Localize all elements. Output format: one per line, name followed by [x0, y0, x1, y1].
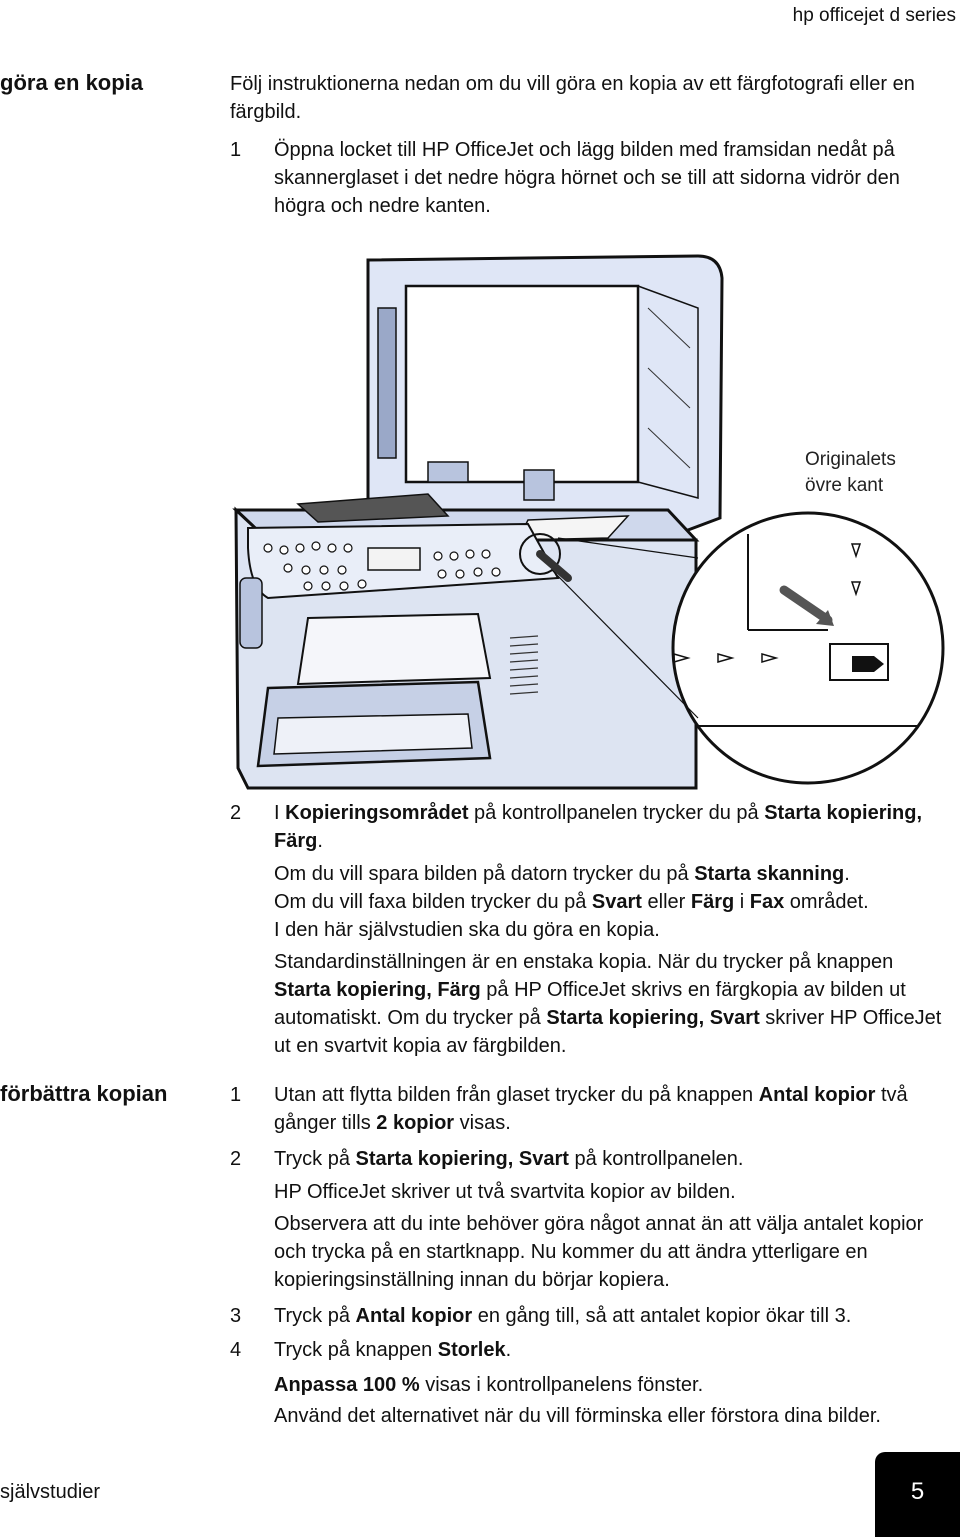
- improve-step-2: 2 Tryck på Starta kopiering, Svart på ko…: [230, 1145, 955, 1173]
- step-number: 1: [230, 139, 242, 161]
- running-header: hp officejet d series: [792, 5, 956, 26]
- step-text: Tryck på knappen Storlek.: [274, 1339, 512, 1361]
- step-number: 1: [230, 1084, 242, 1106]
- page-number-box: 5: [875, 1452, 960, 1537]
- page-number: 5: [910, 1478, 925, 1505]
- callout-line-2: övre kant: [805, 475, 884, 496]
- officejet-drawing: [232, 254, 945, 790]
- callout-line-1: Originalets: [805, 449, 896, 470]
- step-text: Öppna locket till HP OfficeJet och lägg …: [274, 139, 900, 217]
- intro-paragraph: Följ instruktionerna nedan om du vill gö…: [230, 73, 915, 123]
- prints-paragraph: HP OfficeJet skriver ut två svartvita ko…: [274, 1181, 736, 1203]
- step-number: 3: [230, 1305, 242, 1327]
- fax-paragraph: Om du vill faxa bilden trycker du på Sva…: [274, 891, 869, 913]
- step-text: Tryck på Starta kopiering, Svart på kont…: [274, 1148, 744, 1170]
- section-heading-copy: göra en kopia: [0, 70, 144, 95]
- figure-callout: Originalets övre kant: [805, 447, 896, 499]
- use-paragraph: Använd det alternativet när du vill förm…: [274, 1405, 881, 1427]
- step-text: Tryck på Antal kopior en gång till, så a…: [274, 1305, 852, 1327]
- improve-step-3: 3 Tryck på Antal kopior en gång till, så…: [230, 1302, 955, 1330]
- scan-paragraph: Om du vill spara bilden på datorn trycke…: [274, 863, 850, 885]
- tutorial-paragraph: I den här självstudien ska du göra en ko…: [274, 919, 660, 941]
- step-1: 1 Öppna locket till HP OfficeJet och läg…: [230, 136, 955, 220]
- step-text: I Kopieringsområdet på kontrollpanelen t…: [274, 802, 923, 852]
- footer-label: självstudier: [0, 1481, 101, 1503]
- fit-paragraph: Anpassa 100 % visas i kontrollpanelens f…: [274, 1374, 704, 1396]
- step-number: 4: [230, 1339, 242, 1361]
- improve-step-1: 1 Utan att flytta bilden från glaset try…: [230, 1081, 955, 1137]
- default-setting-paragraph: Standardinställningen är en enstaka kopi…: [274, 951, 942, 1057]
- note-paragraph: Observera att du inte behöver göra något…: [274, 1213, 924, 1291]
- step-number: 2: [230, 1148, 242, 1170]
- step-number: 2: [230, 802, 242, 824]
- improve-step-4: 4 Tryck på knappen Storlek.: [230, 1336, 955, 1364]
- step-2: 2 I Kopieringsområdet på kontrollpanelen…: [230, 799, 955, 855]
- officejet-illustration: [228, 248, 960, 796]
- section-heading-improve: förbättra kopian: [0, 1081, 168, 1106]
- step-text: Utan att flytta bilden från glaset tryck…: [274, 1084, 908, 1134]
